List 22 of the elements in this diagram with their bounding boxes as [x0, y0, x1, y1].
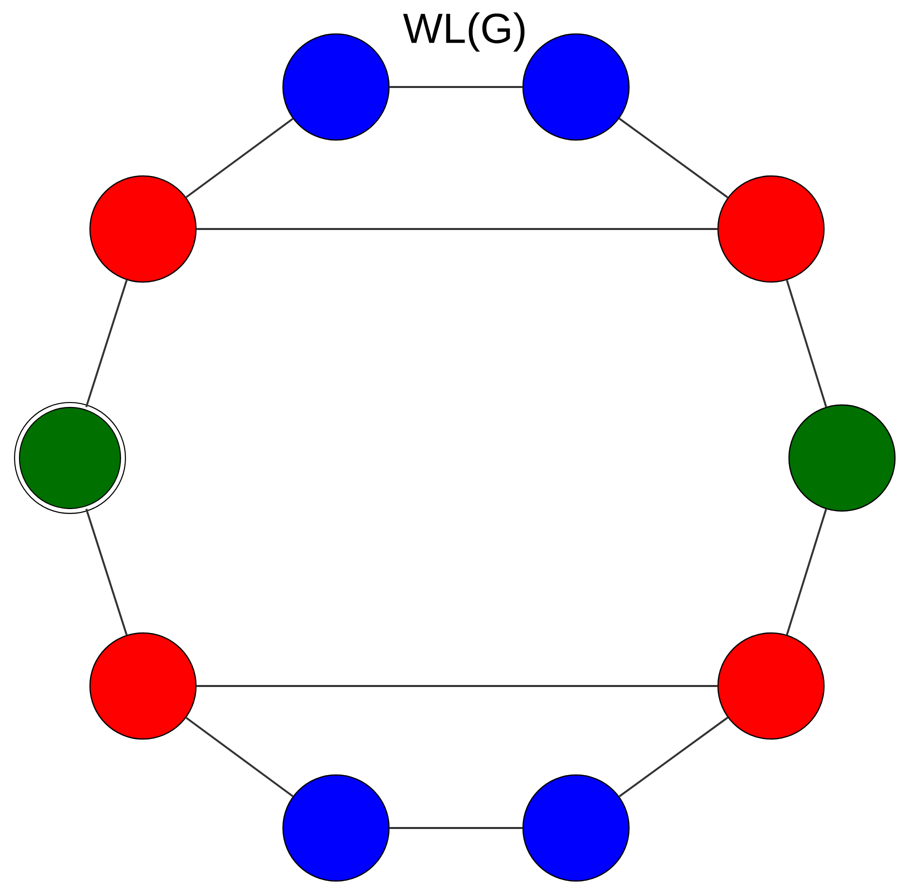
title: WL(G) [403, 12, 524, 52]
highlighted-node-circle [14, 402, 126, 514]
edge-line [186, 118, 294, 198]
edge-line [618, 118, 728, 198]
edge-line [196, 685, 718, 687]
node-circle [89, 175, 197, 283]
edge-line [786, 508, 827, 636]
node-circle [717, 632, 825, 740]
edge-line [390, 827, 522, 829]
edge-line [186, 716, 294, 797]
node-circle [788, 404, 896, 512]
node-circle [717, 175, 825, 283]
edge-line [618, 716, 728, 798]
edge-line [786, 280, 828, 408]
edge-line [390, 86, 522, 88]
edge-line [196, 228, 718, 230]
node-circle [282, 774, 390, 882]
node-circle [522, 774, 630, 882]
node-circle [282, 33, 390, 141]
edge-line [85, 508, 128, 636]
node-circle [89, 632, 197, 740]
edge-line [85, 280, 128, 408]
